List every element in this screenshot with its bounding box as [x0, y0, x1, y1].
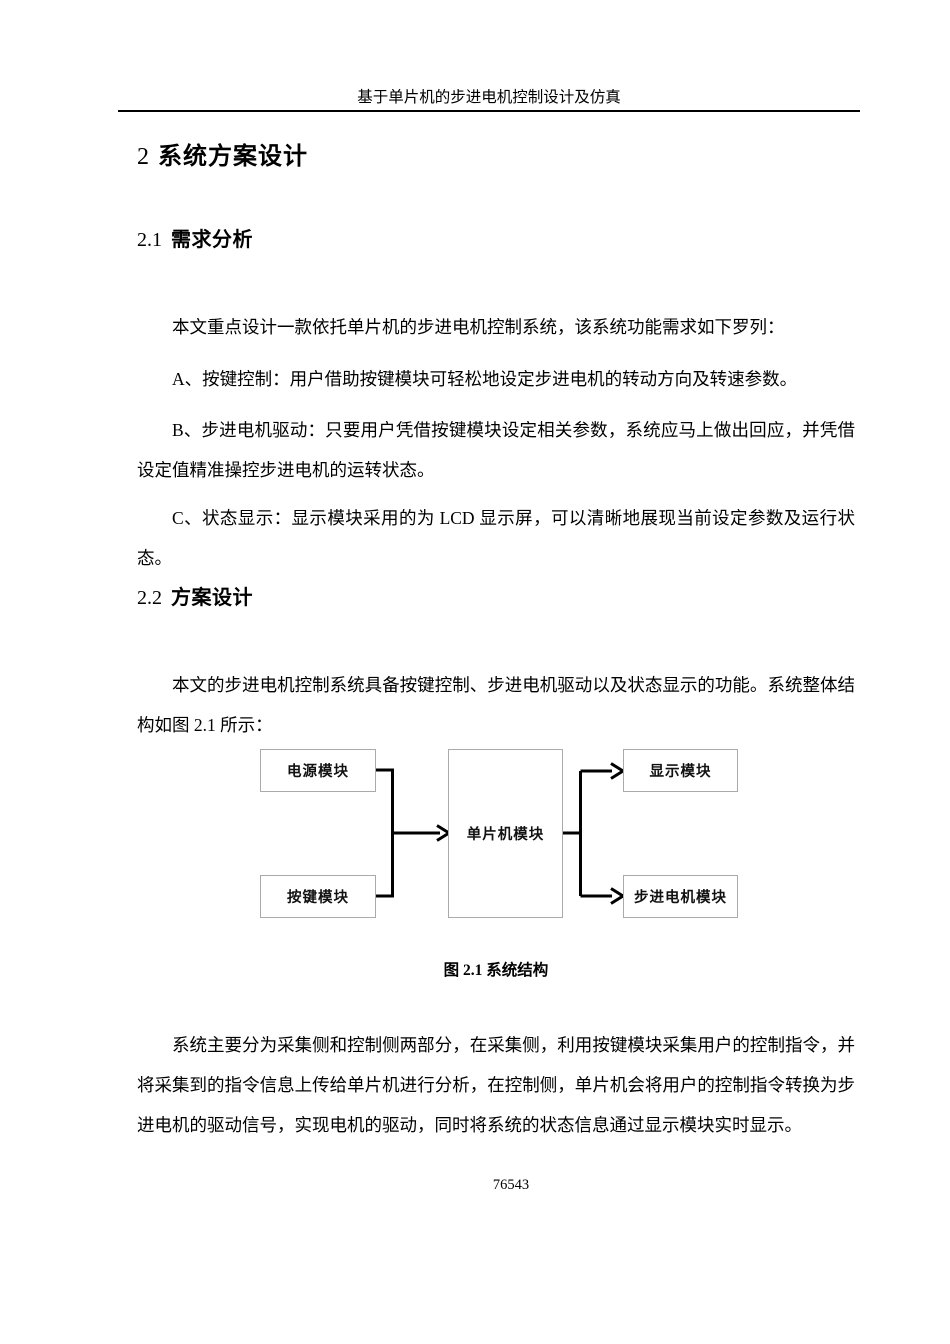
section-2-1-number: 2.1 [137, 229, 162, 251]
requirement-item-a: A、按键控制：用户借助按键模块可轻松地设定步进电机的转动方向及转速参数。 [172, 368, 798, 389]
requirement-item-b: B、步进电机驱动：只要用户凭借按键模块设定相关参数，系统应马上做出回应，并凭借设… [137, 419, 855, 480]
display-module-box: 显示模块 [623, 749, 738, 792]
stepper-motor-module-box: 步进电机模块 [623, 875, 738, 918]
arrowhead-to-stepper [610, 887, 626, 905]
section-2-2-title-text: 方案设计 [171, 587, 253, 609]
section-2-1-intro-paragraph: 本文重点设计一款依托单片机的步进电机控制系统，该系统功能需求如下罗列： [172, 316, 785, 337]
running-head-title: 基于单片机的步进电机控制设计及仿真 [357, 89, 621, 106]
section-2-1-title-text: 需求分析 [171, 229, 253, 251]
section-2-1-title: 2.1 需求分析 [137, 227, 253, 253]
mcu-module-box: 单片机模块 [448, 749, 563, 918]
arrowhead-to-display [610, 762, 626, 780]
page-number: 76543 [492, 1177, 530, 1193]
section-2-2-title: 2.2 方案设计 [137, 585, 253, 611]
section-2-2-number: 2.2 [137, 587, 162, 609]
connector-arrows [376, 762, 626, 905]
keypad-module-label: 按键模块 [287, 890, 349, 906]
system-structure-diagram: 电源模块 按键模块 单片机模块 显示模块 步进电机模块 [0, 735, 950, 935]
keypad-module-box: 按键模块 [260, 875, 376, 918]
chapter-number: 2 [137, 144, 149, 170]
mcu-module-label: 单片机模块 [466, 827, 545, 843]
section-2-2-intro-paragraph: 本文的步进电机控制系统具备按键控制、步进电机驱动以及状态显示的功能。系统整体结构… [137, 674, 855, 735]
figure-caption: 图 2.1 系统结构 [443, 962, 549, 979]
display-module-label: 显示模块 [649, 764, 712, 780]
power-module-label: 电源模块 [287, 764, 349, 780]
power-module-box: 电源模块 [260, 749, 376, 792]
chapter-title-text: 系统方案设计 [158, 143, 308, 170]
chapter-title: 2 系统方案设计 [137, 142, 308, 172]
section-2-2-body-paragraph: 系统主要分为采集侧和控制侧两部分，在采集侧，利用按键模块采集用户的控制指令，并将… [137, 1034, 855, 1135]
requirement-item-c: C、状态显示：显示模块采用的为 LCD 显示屏，可以清晰地展现当前设定参数及运行… [137, 507, 855, 568]
running-head: 基于单片机的步进电机控制设计及仿真 [118, 89, 860, 112]
stepper-motor-module-label: 步进电机模块 [634, 890, 727, 906]
